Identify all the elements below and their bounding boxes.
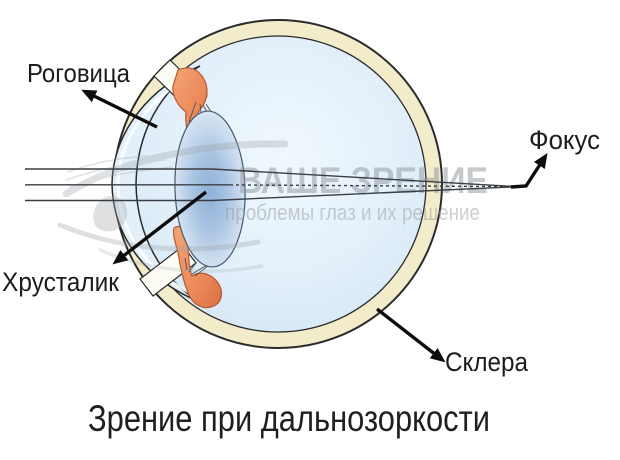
- light-ray-top: [25, 168, 512, 187]
- sclera-arrow: [375, 307, 446, 363]
- cornea-label: Роговица: [27, 58, 130, 88]
- watermark-logo-pupil: [93, 195, 128, 232]
- light-rays: [25, 168, 512, 202]
- light-ray-bottom: [25, 186, 512, 202]
- pointer-arrows: [81, 89, 548, 363]
- lens-arrow: [112, 190, 208, 265]
- eyeball: [111, 19, 443, 349]
- lens-shape: [174, 110, 246, 268]
- optical-axis-dotted: [229, 184, 512, 188]
- focus-arrow: [510, 152, 548, 189]
- watermark-subtitle: проблемы глаз и их решение: [225, 200, 480, 225]
- text-labels: Роговица Хрусталик Склера Фокус Зрение п…: [2, 58, 600, 439]
- watermark-title: ВАШЕ ЗРЕНИЕ: [238, 160, 488, 201]
- diagram-caption: Зрение при дальнозоркости: [88, 398, 490, 439]
- cornea-arrow: [81, 89, 158, 129]
- lens-label: Хрусталик: [2, 267, 119, 297]
- focus-label: Фокус: [529, 125, 600, 155]
- sclera-label: Склера: [445, 347, 529, 377]
